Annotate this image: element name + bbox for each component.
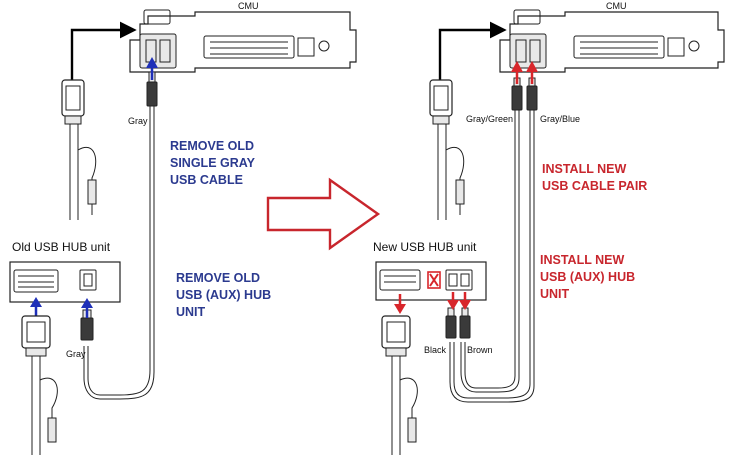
left-harness <box>61 79 97 220</box>
svg-text:REMOVE OLD: REMOVE OLD <box>176 271 260 285</box>
svg-text:UNIT: UNIT <box>176 305 206 319</box>
note-install-hub: INSTALL NEW USB (AUX) HUB UNIT <box>540 253 635 301</box>
right-cable-left-label: Gray/Green <box>466 114 513 124</box>
right-hub-cable-left-label: Black <box>424 345 447 355</box>
left-cable-bottom-label: Gray <box>66 349 86 359</box>
svg-text:USB CABLE: USB CABLE <box>170 173 243 187</box>
svg-text:USB (AUX) HUB: USB (AUX) HUB <box>176 288 271 302</box>
right-hub-cable-right-label: Brown <box>467 345 493 355</box>
left-blue-arrow <box>146 57 158 80</box>
left-panel: CMU Gray Old USB HUB un <box>9 1 357 455</box>
right-hub-harness <box>381 315 418 455</box>
note-install-cable: INSTALL NEW USB CABLE PAIR <box>542 162 647 193</box>
left-hub-title: Old USB HUB unit <box>12 240 111 254</box>
svg-text:INSTALL NEW: INSTALL NEW <box>540 253 624 267</box>
left-route-arrow <box>70 21 137 80</box>
direction-arrow-icon <box>266 177 381 251</box>
right-hub-red-arrows <box>394 292 471 314</box>
right-cmu-label: CMU <box>606 1 627 11</box>
right-cmu: CMU <box>499 1 725 73</box>
right-route-arrow <box>438 21 507 80</box>
left-hub-harness <box>21 315 58 455</box>
svg-text:REMOVE OLD: REMOVE OLD <box>170 139 254 153</box>
right-red-arrows-cmu <box>511 61 538 84</box>
svg-text:UNIT: UNIT <box>540 287 570 301</box>
note-remove-cable: REMOVE OLD SINGLE GRAY USB CABLE <box>170 139 256 187</box>
left-cmu-label: CMU <box>238 1 259 11</box>
svg-text:INSTALL NEW: INSTALL NEW <box>542 162 626 176</box>
left-cable-top-label: Gray <box>128 116 148 126</box>
svg-text:SINGLE GRAY: SINGLE GRAY <box>170 156 256 170</box>
note-remove-hub: REMOVE OLD USB (AUX) HUB UNIT <box>176 271 271 319</box>
svg-text:USB (AUX) HUB: USB (AUX) HUB <box>540 270 635 284</box>
right-cable-right-label: Gray/Blue <box>540 114 580 124</box>
right-hub-title: New USB HUB unit <box>373 240 477 254</box>
new-usb-hub-unit <box>375 261 487 301</box>
svg-text:USB CABLE PAIR: USB CABLE PAIR <box>542 179 647 193</box>
right-harness <box>429 79 465 220</box>
left-cmu: CMU <box>129 1 357 73</box>
left-hub-blue-arrows <box>30 297 93 318</box>
right-panel: CMU <box>373 1 725 455</box>
old-usb-hub-unit <box>9 261 121 303</box>
